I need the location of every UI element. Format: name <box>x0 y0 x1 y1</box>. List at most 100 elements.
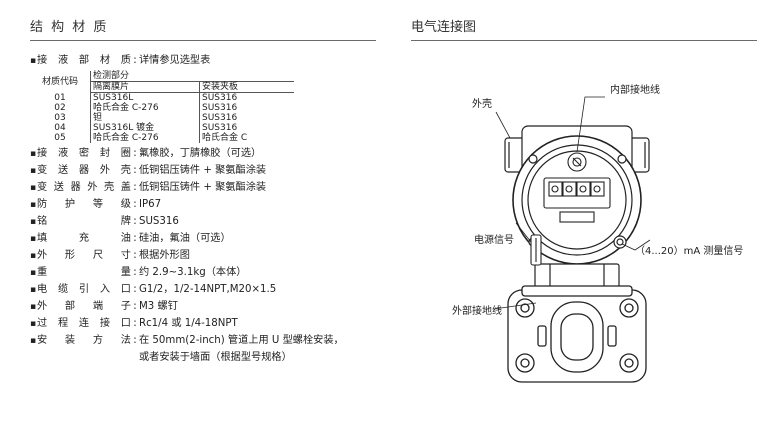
table-row: 05 哈氏合金 C-276 哈氏合金 C <box>30 133 294 143</box>
spec-label: 填 充 油 <box>37 233 131 244</box>
spec-value: 氟橡胶，丁腈橡胶（可选） <box>139 148 262 159</box>
colon: : <box>133 267 137 278</box>
spec-value: 低铜铝压铸件 + 聚氨酯涂装 <box>139 182 267 193</box>
table-row: 01 SUS316L SUS316 <box>30 92 294 103</box>
colon: : <box>133 199 137 210</box>
bullet: ▪ <box>30 234 37 244</box>
spec-value: 在 50mm(2-inch) 管道上用 U 型螺栓安装， <box>139 335 344 346</box>
material-table: 材质代码 检测部分 隔离膜片 安装夹板 01 SUS316L SUS316 02… <box>30 71 294 143</box>
label-internal-ground: 内部接地线 <box>610 83 660 96</box>
bullet: ▪ <box>30 251 37 261</box>
spec-item: ▪防 护 等 级:IP67 <box>30 196 380 213</box>
spec-value: 详情参见选型表 <box>139 55 211 66</box>
bullet: ▪ <box>30 149 37 159</box>
table-row: 03 钽 SUS316 <box>30 113 294 123</box>
spec-label: 接 液 密 封 圈 <box>37 148 131 159</box>
colon: : <box>133 284 137 295</box>
spec-value: IP67 <box>139 199 162 210</box>
leader-lines <box>493 96 651 310</box>
bullet: ▪ <box>30 302 37 312</box>
table-cell-code: 02 <box>54 103 66 113</box>
label-housing: 外壳 <box>472 97 492 110</box>
spec-label: 铭 牌 <box>37 216 131 227</box>
table-cell-diaphragm: 哈氏合金 C-276 <box>90 133 200 143</box>
section-title-structure-material: 结 构 材 质 <box>30 20 109 35</box>
neck <box>534 263 620 289</box>
spec-value: SUS316 <box>139 216 179 227</box>
label-external-ground: 外部接地线 <box>452 304 502 317</box>
table-cell-flange: SUS316 <box>199 113 294 123</box>
bullet: ▪ <box>30 319 37 329</box>
bullet: ▪ <box>30 183 37 193</box>
spec-value: 硅油，氟油（可选） <box>139 233 231 244</box>
bullet: ▪ <box>30 166 37 176</box>
section-divider <box>411 40 757 41</box>
table-cell-flange: 哈氏合金 C <box>199 133 294 143</box>
spec-item: ▪接 液 密 封 圈:氟橡胶，丁腈橡胶（可选） <box>30 145 380 162</box>
spec-item: ▪变 送 器 外 壳:低铜铝压铸件 + 聚氨酯涂装 <box>30 162 380 179</box>
colon: : <box>133 182 137 193</box>
table-cell-flange: SUS316 <box>199 92 294 103</box>
spec-label: 外 部 端 子 <box>37 301 131 312</box>
spec-value: G1/2，1/2-14NPT,M20×1.5 <box>139 284 277 295</box>
internal-ground-terminal <box>567 152 587 172</box>
label-measure-signal: （4...20）mA 测量信号 <box>635 244 743 257</box>
spec-label: 安 装 方 法 <box>37 335 131 346</box>
spec-item: ▪重 量:约 2.9~3.1kg（本体） <box>30 264 380 281</box>
wiring-diagram: 内部接地线 外壳 电源信号 （4...20）mA 测量信号 外部接地线 <box>452 83 743 383</box>
section-title-wiring-diagram: 电气连接图 <box>411 20 477 35</box>
label-power-signal: 电源信号 <box>474 233 514 246</box>
spec-item: ▪外 部 端 子:M3 螺钉 <box>30 298 380 315</box>
table-header-flange: 安装夹板 <box>199 81 294 93</box>
sensor-body <box>507 285 647 383</box>
bullet: ▪ <box>30 200 37 210</box>
spec-item: ▪电 缆 引 入 口:G1/2，1/2-14NPT,M20×1.5 <box>30 281 380 298</box>
spec-label: 重 量 <box>37 267 131 278</box>
spec-value: 根据外形图 <box>139 250 190 261</box>
spec-item: ▪外 形 尺 寸:根据外形图 <box>30 247 380 264</box>
table-row: 04 SUS316L 镀金 SUS316 <box>30 123 294 133</box>
table-cell-code: 01 <box>54 92 66 103</box>
spec-value: 约 2.9~3.1kg（本体） <box>139 267 247 278</box>
colon: : <box>133 55 137 66</box>
cable-gland <box>530 234 542 266</box>
spec-label: 电 缆 引 入 口 <box>37 284 131 295</box>
spec-item: ▪填 充 油:硅油，氟油（可选） <box>30 230 380 247</box>
colon: : <box>133 148 137 159</box>
table-cell-code: 05 <box>54 133 66 143</box>
spec-value: 低铜铝压铸件 + 聚氨酯涂装 <box>139 165 267 176</box>
table-cell-diaphragm: SUS316L <box>90 92 200 103</box>
colon: : <box>133 335 137 346</box>
table-header-code: 材质代码 <box>41 76 78 87</box>
table-cell-code: 03 <box>54 113 66 123</box>
spec-value: Rc1/4 或 1/4-18NPT <box>139 318 238 329</box>
bullet: ▪ <box>30 268 37 278</box>
spec-label: 变送器外壳盖 <box>37 182 131 193</box>
spec-item-wetted-material: ▪接 液 部 材 质:详情参见选型表 <box>30 52 380 69</box>
table-header-diaphragm: 隔离膜片 <box>90 81 200 93</box>
terminal-block <box>543 177 611 223</box>
colon: : <box>133 233 137 244</box>
table-cell-diaphragm: 钽 <box>90 113 200 123</box>
table-cell-diaphragm: SUS316L 镀金 <box>90 123 200 133</box>
colon: : <box>133 301 137 312</box>
table-row: 02 哈氏合金 C-276 SUS316 <box>30 103 294 113</box>
section-divider <box>30 40 376 41</box>
spec-item-mount-continuation: 或者安装于墙面（根据型号规格） <box>139 352 292 363</box>
table-cell-code: 04 <box>54 123 66 133</box>
spec-value: M3 螺钉 <box>139 301 178 312</box>
colon: : <box>133 216 137 227</box>
bullet: ▪ <box>30 217 37 227</box>
colon: : <box>133 165 137 176</box>
table-cell-flange: SUS316 <box>199 103 294 113</box>
spec-item: ▪过 程 连 接 口:Rc1/4 或 1/4-18NPT <box>30 315 380 332</box>
spec-lines: ▪接 液 密 封 圈:氟橡胶，丁腈橡胶（可选）▪变 送 器 外 壳:低铜铝压铸件… <box>30 145 380 349</box>
spec-label: 防 护 等 级 <box>37 199 131 210</box>
spec-label: 外 形 尺 寸 <box>37 250 131 261</box>
colon: : <box>133 318 137 329</box>
bullet: ▪ <box>30 336 37 346</box>
bullet: ▪ <box>30 285 37 295</box>
spec-item: ▪安 装 方 法:在 50mm(2-inch) 管道上用 U 型螺栓安装， <box>30 332 380 349</box>
spec-label: 变 送 器 外 壳 <box>37 165 131 176</box>
spec-list: ▪接 液 部 材 质:详情参见选型表 材质代码 检测部分 隔离膜片 安装夹板 0… <box>30 52 380 366</box>
